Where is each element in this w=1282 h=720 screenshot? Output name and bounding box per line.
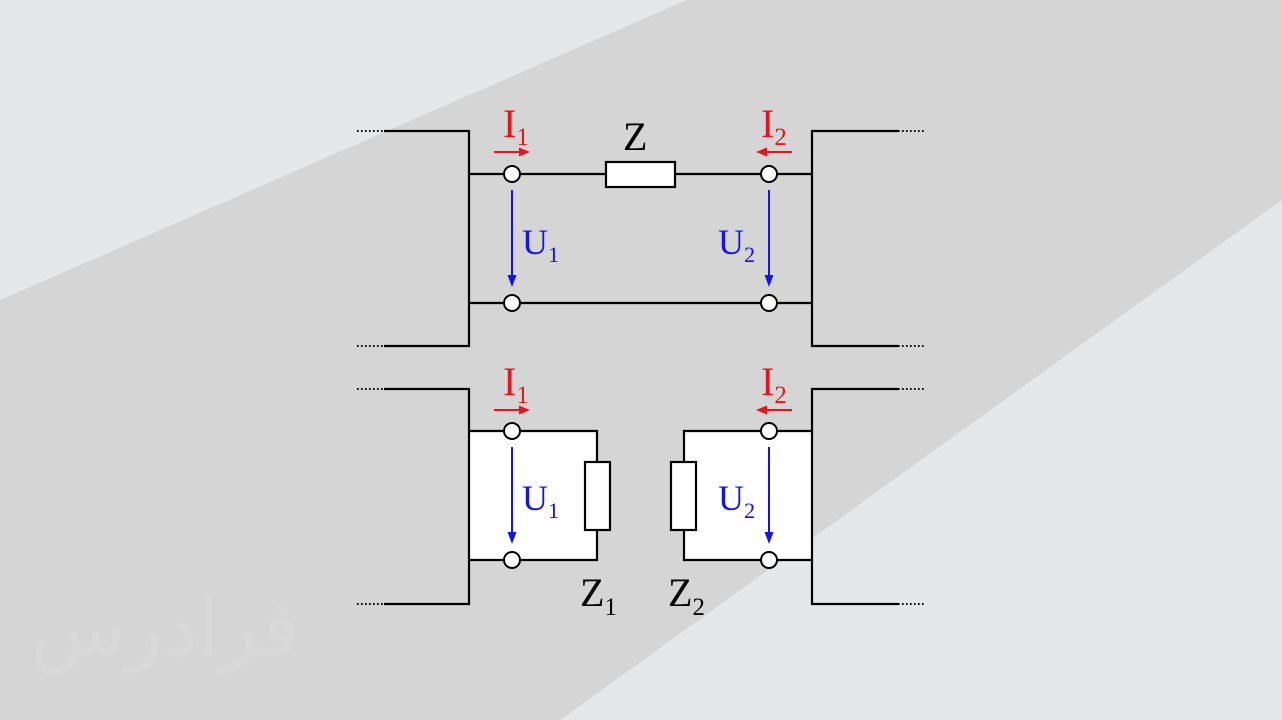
top-terminal-left-lower [503, 294, 521, 312]
top-right-network-edge [810, 129, 898, 348]
bottom-left-network-edge [384, 387, 471, 606]
top-circuit: I1 I2 Z U1 U2 [357, 101, 926, 348]
bottom-voltage-label-left: U1 [522, 478, 559, 523]
bottom-current-label-left: I1 [503, 359, 529, 409]
bottom-current-label-right: I2 [761, 359, 787, 409]
top-terminal-right-lower [760, 294, 778, 312]
bottom-impedance-z1-label: Z1 [580, 570, 617, 621]
top-left-network-edge [384, 129, 471, 348]
bottom-left-white-panel [469, 431, 597, 560]
top-terminal-left-upper [503, 165, 521, 183]
bottom-terminal-right-lower [760, 551, 778, 569]
top-impedance-resistor [604, 160, 677, 189]
bottom-voltage-arrow-right-head [764, 532, 774, 544]
bottom-impedance-z1-resistor [583, 460, 612, 532]
bottom-terminal-left-upper [503, 422, 521, 440]
bottom-impedance-z2-resistor [669, 460, 698, 532]
bottom-voltage-label-right: U2 [718, 478, 755, 523]
bottom-current-arrow-left-head [519, 405, 530, 415]
top-voltage-arrow-left-head [507, 275, 517, 287]
bottom-right-white-panel [684, 431, 812, 560]
top-current-arrow-left-head [519, 147, 530, 157]
bottom-impedance-z2-label: Z2 [668, 570, 705, 621]
bottom-terminal-right-upper [760, 422, 778, 440]
top-current-arrow-right-head [756, 147, 767, 157]
top-terminal-right-upper [760, 165, 778, 183]
top-current-label-left: I1 [503, 101, 529, 151]
bottom-current-arrow-right-head [756, 405, 767, 415]
bottom-terminal-left-lower [503, 551, 521, 569]
bottom-voltage-arrow-left-head [507, 532, 517, 544]
top-voltage-arrow-right-head [764, 275, 774, 287]
top-impedance-label: Z [623, 114, 647, 159]
bottom-circuit: I1 I2 U1 U2 Z1 Z2 [357, 359, 926, 621]
top-current-label-right: I2 [761, 101, 787, 151]
top-voltage-label-right: U2 [718, 222, 755, 267]
bottom-right-network-edge [810, 387, 898, 606]
top-voltage-label-left: U1 [522, 222, 559, 267]
watermark-logo: فرادرس [30, 584, 300, 675]
